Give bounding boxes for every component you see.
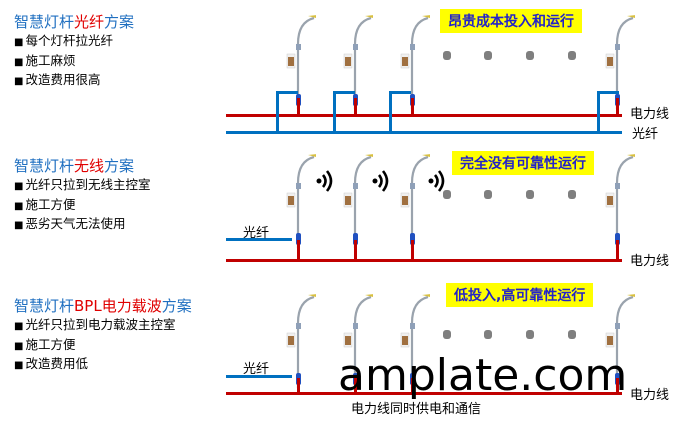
fiber-line-label: 光纤: [243, 362, 270, 377]
wifi-signal-icon: [428, 168, 448, 198]
fiber-line: [226, 375, 292, 378]
bullet: 施工方便: [14, 336, 175, 356]
street-light-pole-icon: [286, 293, 317, 393]
power-drop: [411, 98, 414, 114]
fiber-line: [226, 238, 292, 241]
power-drop: [616, 98, 619, 114]
bullet: 光纤只拉到电力载波主控室: [14, 316, 175, 336]
power-line: [226, 114, 622, 117]
bullet: 改造费用低: [14, 355, 175, 375]
wifi-signal-icon: [372, 168, 392, 198]
ellipsis-dot: [443, 190, 451, 199]
fiber-line-label: 光纤: [243, 226, 270, 241]
street-light-pole-icon: [400, 14, 431, 114]
street-light-pole-icon: [286, 153, 317, 253]
fiber-connector: [597, 91, 600, 134]
bullet: 施工方便: [14, 196, 150, 216]
power-drop: [354, 98, 357, 114]
ellipsis-dot: [484, 190, 492, 199]
power-drop: [411, 378, 414, 392]
power-drop: [297, 240, 300, 259]
street-light-pole-icon: [343, 14, 374, 114]
section-3-banner: 低投入,高可靠性运行: [446, 283, 594, 307]
section-2-title: 智慧灯杆无线方案: [14, 157, 135, 175]
ellipsis-dot: [526, 330, 534, 339]
section-1-banner: 昂贵成本投入和运行: [440, 9, 582, 33]
power-line: [226, 259, 622, 262]
fiber-connector: [389, 91, 392, 134]
power-line-caption: 电力线同时供电和通信: [351, 402, 482, 417]
ellipsis-dot: [568, 51, 576, 60]
ellipsis-dot: [443, 51, 451, 60]
power-drop: [616, 240, 619, 259]
ellipsis-dot: [484, 51, 492, 60]
fiber-line: [226, 131, 622, 134]
power-drop: [616, 378, 619, 392]
wifi-signal-icon: [316, 168, 336, 198]
power-drop: [354, 240, 357, 259]
fiber-line-label: 光纤: [632, 127, 659, 142]
street-light-pole-icon: [343, 153, 374, 253]
power-line-label: 电力线: [630, 388, 670, 403]
section-1-title: 智慧灯杆光纤方案: [14, 13, 135, 31]
power-line-label: 电力线: [630, 107, 670, 122]
street-light-pole-icon: [605, 14, 636, 114]
ellipsis-dot: [568, 190, 576, 199]
fiber-connector: [333, 91, 336, 134]
ellipsis-dot: [526, 190, 534, 199]
power-line-label: 电力线: [630, 254, 670, 269]
section-3-bullets: 光纤只拉到电力载波主控室 施工方便 改造费用低: [14, 316, 175, 375]
power-drop: [297, 378, 300, 392]
fiber-connector: [597, 91, 619, 94]
fiber-connector: [276, 91, 279, 134]
ellipsis-dot: [568, 330, 576, 339]
street-light-pole-icon: [400, 153, 431, 253]
ellipsis-dot: [443, 330, 451, 339]
section-2-banner: 完全没有可靠性运行: [452, 151, 594, 175]
ellipsis-dot: [484, 330, 492, 339]
section-2-bullets: 光纤只拉到无线主控室 施工方便 恶劣天气无法使用: [14, 176, 150, 235]
bullet: 改造费用很高: [14, 71, 113, 91]
power-line: [226, 392, 622, 395]
fiber-connector: [333, 91, 355, 94]
bullet: 施工麻烦: [14, 52, 113, 72]
section-3-title: 智慧灯杆BPL电力载波方案: [14, 297, 192, 315]
bullet: 每个灯杆拉光纤: [14, 32, 113, 52]
power-drop: [354, 378, 357, 392]
section-1-bullets: 每个灯杆拉光纤 施工麻烦 改造费用很高: [14, 32, 113, 91]
bullet: 光纤只拉到无线主控室: [14, 176, 150, 196]
watermark: amplate.com: [338, 350, 628, 401]
bullet: 恶劣天气无法使用: [14, 215, 150, 235]
fiber-connector: [389, 91, 411, 94]
power-drop: [411, 240, 414, 259]
ellipsis-dot: [526, 51, 534, 60]
fiber-connector: [276, 91, 298, 94]
power-drop: [297, 98, 300, 114]
street-light-pole-icon: [605, 153, 636, 253]
street-light-pole-icon: [286, 14, 317, 114]
